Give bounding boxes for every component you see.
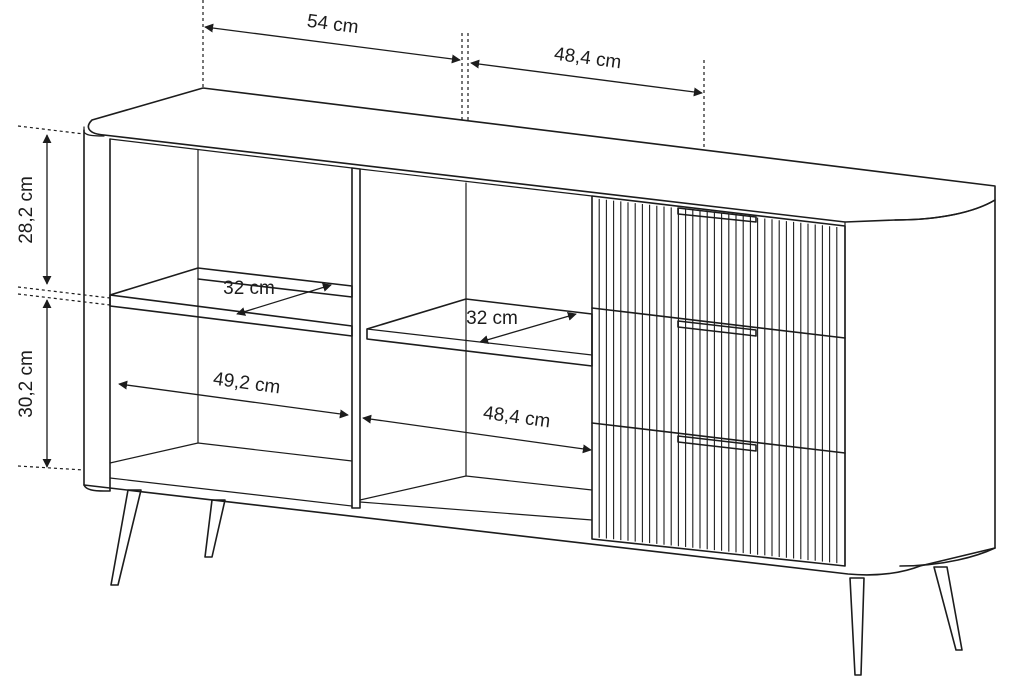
label-left-inner-width: 49,2 cm bbox=[212, 369, 282, 399]
divider-panel bbox=[351, 167, 361, 509]
handle-drawer-3[interactable] bbox=[677, 435, 757, 452]
label-top-left-width: 54 cm bbox=[306, 11, 360, 38]
dim-arrow-top-left bbox=[204, 23, 461, 64]
leg-side-right bbox=[933, 566, 963, 651]
legs bbox=[110, 489, 963, 676]
left-post bbox=[83, 129, 111, 492]
handle-drawer-1[interactable] bbox=[677, 207, 757, 223]
leg-back-left bbox=[110, 489, 142, 586]
leg-front-right bbox=[849, 577, 865, 676]
label-top-right-width: 48,4 cm bbox=[553, 44, 623, 74]
extension-lines bbox=[17, 0, 705, 471]
label-middle-inner-width: 48,4 cm bbox=[482, 403, 552, 433]
label-middle-shelf-depth: 32 cm bbox=[466, 308, 518, 329]
dim-arrow-top-right bbox=[470, 59, 703, 97]
dimension-labels: 54 cm 48,4 cm 28,2 cm 30,2 cm 32 cm 32 c… bbox=[16, 11, 623, 433]
dim-arrow-left-shelf bbox=[236, 283, 332, 316]
handle-drawer-2[interactable] bbox=[677, 320, 757, 337]
bottom-rail bbox=[83, 484, 996, 576]
label-upper-height: 28,2 cm bbox=[16, 176, 37, 244]
label-left-shelf-depth: 32 cm bbox=[223, 278, 275, 299]
dim-arrow-left-inner bbox=[118, 380, 349, 419]
drawer-front bbox=[591, 195, 846, 567]
drawer-gap-1 bbox=[591, 307, 846, 339]
drawer-gap-2 bbox=[591, 422, 846, 454]
fluted-slats bbox=[598, 198, 838, 564]
top-slab bbox=[87, 87, 996, 223]
dim-arrow-middle-shelf bbox=[479, 311, 577, 345]
cabinet-body bbox=[83, 87, 996, 576]
right-side-panel bbox=[894, 199, 996, 567]
label-lower-height: 30,2 cm bbox=[16, 350, 37, 418]
leg-back-mid bbox=[204, 499, 226, 558]
dim-arrow-middle-inner bbox=[362, 414, 592, 454]
dimension-arrows bbox=[42, 23, 703, 468]
